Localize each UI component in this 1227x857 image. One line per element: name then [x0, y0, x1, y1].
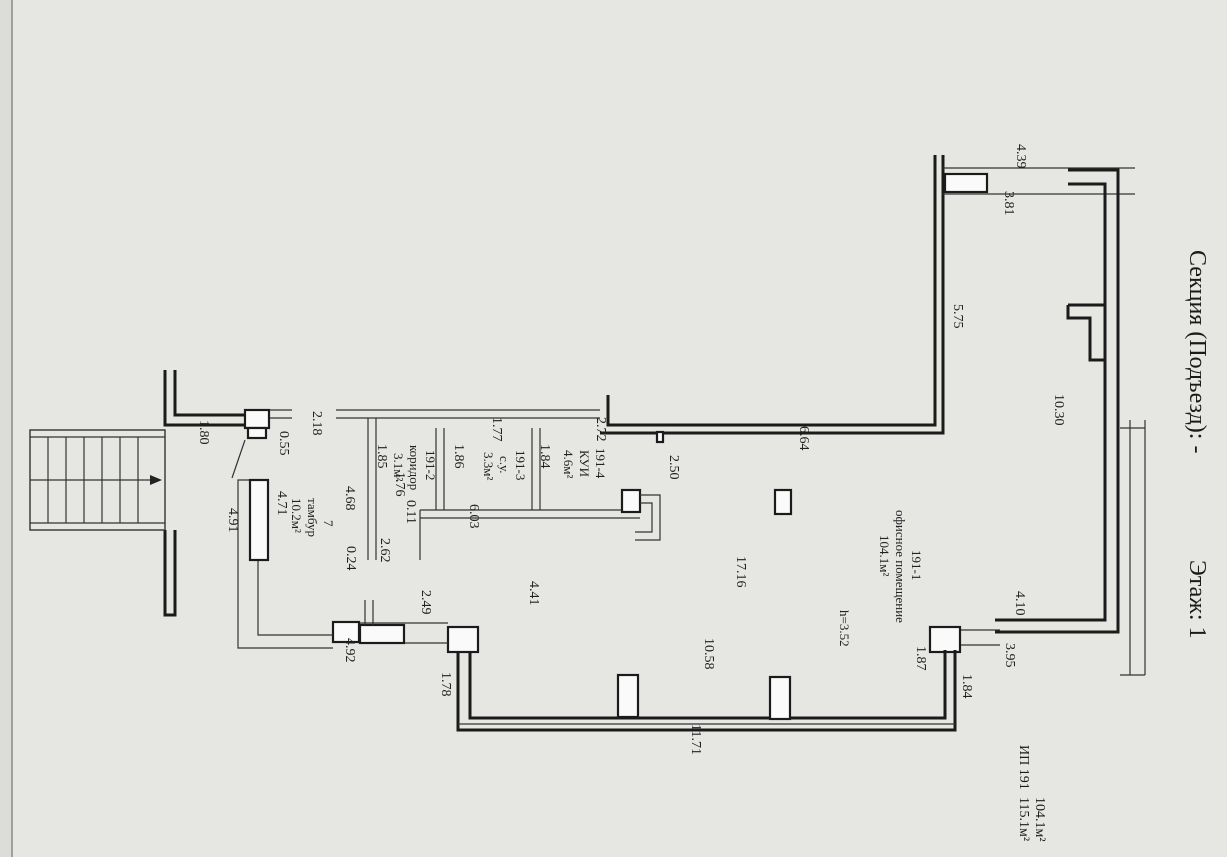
room-191-2-id: 191-2 — [423, 450, 438, 480]
footer-group: ИП 191 104.1м² 115.1м² — [1016, 745, 1047, 842]
room-191-1-area: 104.1м² — [877, 535, 892, 576]
stairs — [29, 429, 166, 531]
room-191-3-id: 191-3 — [513, 450, 528, 480]
dim-0-24: 0.24 — [343, 546, 358, 571]
dim-4-41: 4.41 — [526, 581, 541, 606]
room-191-3-area: 3.3м² — [481, 452, 496, 480]
dim-1-87: 1.87 — [913, 646, 928, 671]
room-191-1-height: h=3.52 — [837, 610, 852, 647]
dim-1-77: 1.77 — [489, 417, 504, 442]
dim-11-71: 11.71 — [688, 724, 703, 755]
walls — [163, 155, 1146, 732]
room-7-area: 10.2м² — [289, 498, 304, 533]
dim-0-11: 0.11 — [403, 500, 418, 524]
dim-4-71-a: 4.71 — [274, 491, 289, 516]
dim-5-75: 5.75 — [950, 304, 965, 329]
dim-1-84-a: 1.84 — [537, 444, 552, 469]
dimension-labels: 4.39 3.81 5.75 10.30 6.64 2.72 1.77 2.18… — [196, 144, 1066, 755]
room-191-3-name: с.у. — [497, 456, 512, 473]
room-191-2-area: 3.1м² — [391, 453, 406, 481]
dim-1-80: 1.80 — [196, 420, 211, 445]
room-191-1: 191-1 офисное помещение 104.1м² h=3.52 — [837, 510, 924, 647]
dim-1-76: 1.76 — [392, 472, 407, 497]
room-191-1-id: 191-1 — [909, 550, 924, 580]
dim-4-39: 4.39 — [1013, 144, 1028, 169]
room-191-4: 191-4 КУИ 4.6м² — [561, 448, 608, 479]
dim-3-95: 3.95 — [1002, 643, 1017, 668]
dim-6-64: 6.64 — [796, 426, 811, 451]
dim-4-91: 4.91 — [225, 508, 240, 533]
room-191-2-name: коридор — [407, 445, 422, 490]
dim-2-72: 2.72 — [593, 417, 608, 442]
dim-3-81: 3.81 — [1001, 191, 1016, 216]
dim-6-03: 6.03 — [466, 504, 481, 529]
dim-2-62: 2.62 — [377, 538, 392, 563]
room-191-3: 191-3 с.у. 3.3м² — [481, 450, 528, 480]
section-label: Секция (Подъезд): - — [1184, 250, 1210, 453]
dim-1-78: 1.78 — [438, 672, 453, 697]
room-191-2: 191-2 коридор 3.1м² — [391, 445, 438, 490]
dim-10-30: 10.30 — [1051, 394, 1066, 426]
dim-0-55: 0.55 — [276, 431, 291, 456]
dim-10-58: 10.58 — [701, 638, 716, 670]
dim-2-18: 2.18 — [309, 411, 324, 436]
room-7-name: тамбур — [305, 498, 320, 537]
dim-4-92: 4.92 — [342, 638, 357, 663]
dim-4-68: 4.68 — [342, 486, 357, 511]
room-7: 7 тамбур 10.2м² — [289, 498, 336, 537]
dim-2-49: 2.49 — [418, 590, 433, 615]
paper-sheet — [12, 0, 1227, 857]
header-group: Секция (Подъезд): - Этаж: 1 — [1184, 250, 1210, 639]
dim-1-85: 1.85 — [374, 444, 389, 469]
dim-4-10: 4.10 — [1012, 591, 1027, 616]
room-191-4-area: 4.6м² — [561, 450, 576, 478]
room-7-id: 7 — [321, 520, 336, 527]
dim-1-86: 1.86 — [451, 444, 466, 469]
dim-17-16: 17.16 — [733, 556, 748, 588]
footer-area-1: 104.1м² — [1032, 797, 1047, 842]
room-labels: 191-1 офисное помещение 104.1м² h=3.52 1… — [289, 445, 924, 647]
room-191-1-name: офисное помещение — [893, 510, 908, 623]
room-191-4-id: 191-4 — [593, 448, 608, 479]
footer-area-2: 115.1м² — [1016, 797, 1031, 841]
dim-2-50: 2.50 — [666, 455, 681, 480]
footer-unit: ИП 191 — [1016, 745, 1031, 790]
floor-label: Этаж: 1 — [1184, 560, 1210, 639]
dim-1-84-b: 1.84 — [959, 674, 974, 699]
room-191-4-name: КУИ — [577, 450, 592, 477]
